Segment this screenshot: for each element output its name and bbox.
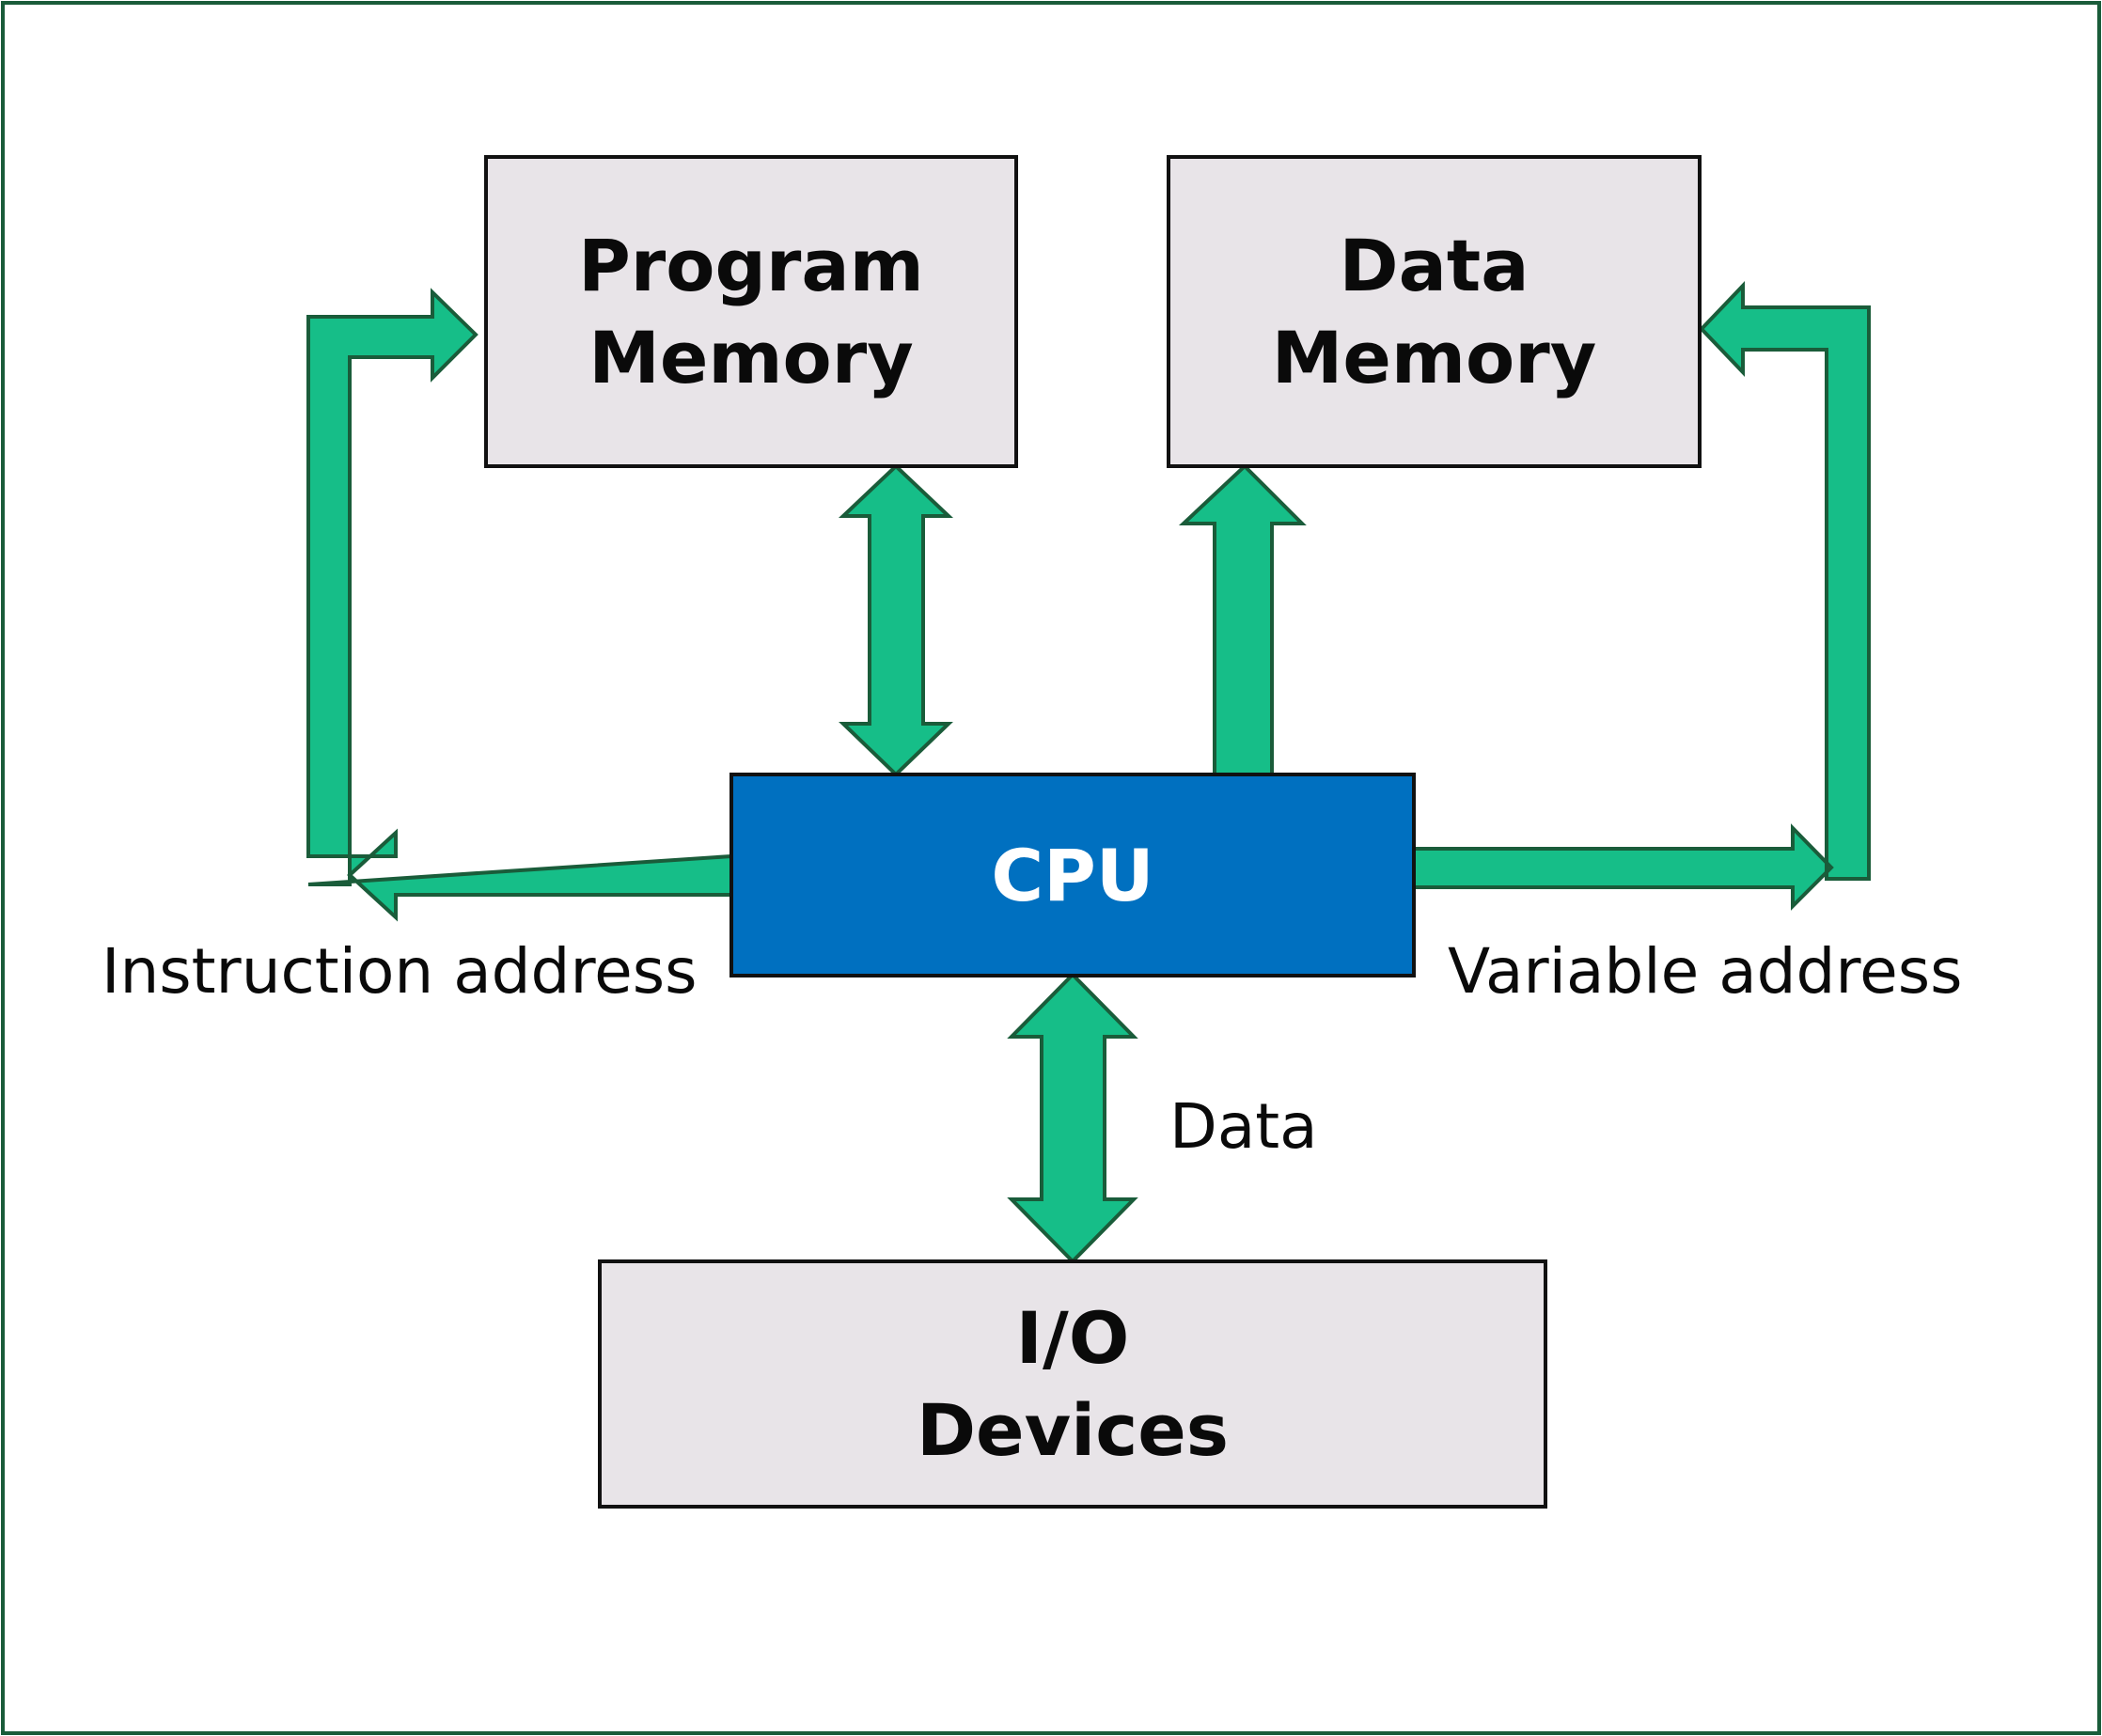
variable-address-label: Variable address: [1448, 935, 1963, 1008]
program-memory-block: Program Memory: [484, 155, 1018, 468]
io-devices-line2: Devices: [916, 1387, 1230, 1472]
program-memory-line2: Memory: [588, 315, 914, 399]
variable-address-arrow: [1412, 281, 1871, 911]
instruction-address-arrow: [306, 288, 733, 922]
cpu-io-data-arrow: [1007, 972, 1138, 1264]
program-memory-cpu-arrow: [838, 463, 954, 777]
io-devices-block: I/O Devices: [598, 1259, 1547, 1509]
data-bus-label: Data: [1169, 1090, 1318, 1163]
instruction-address-label: Instruction address: [102, 935, 698, 1008]
cpu-block: CPU: [729, 773, 1416, 977]
data-memory-block: Data Memory: [1167, 155, 1702, 468]
io-devices-line1: I/O: [1015, 1295, 1130, 1380]
cpu-to-data-memory-arrow: [1178, 463, 1307, 776]
data-memory-line2: Memory: [1271, 315, 1597, 399]
data-memory-line1: Data: [1339, 223, 1529, 307]
cpu-label: CPU: [991, 833, 1154, 917]
program-memory-line1: Program: [578, 223, 924, 307]
